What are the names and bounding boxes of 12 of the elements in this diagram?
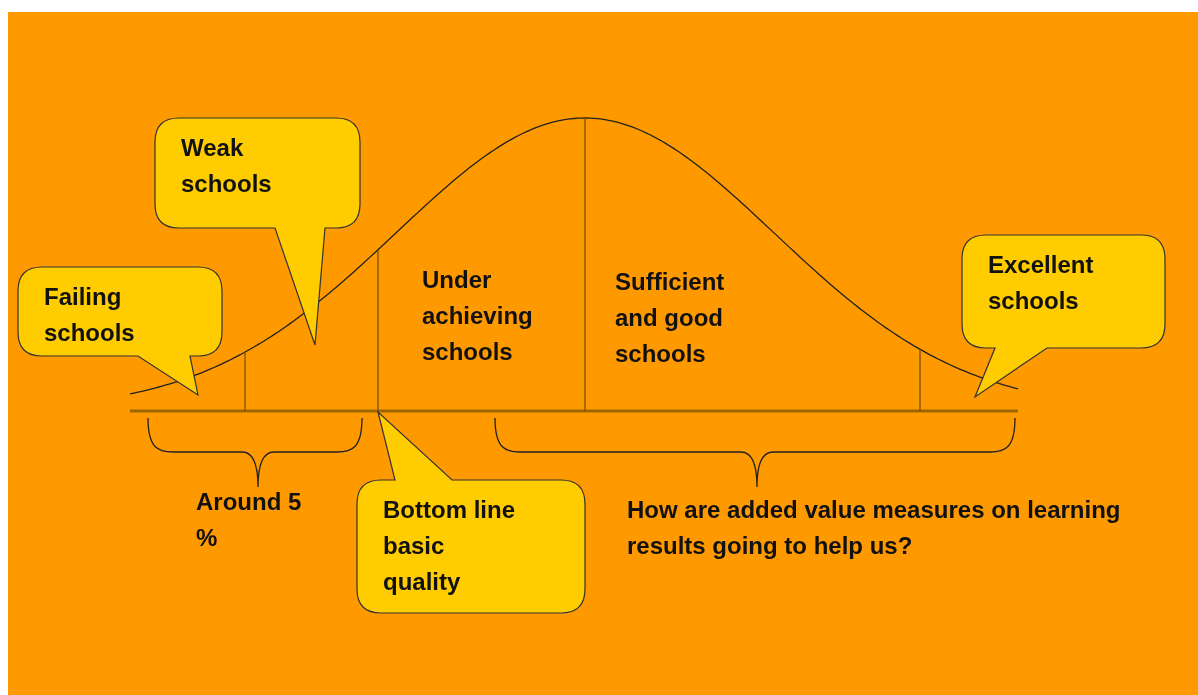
region-label: Under achieving schools [422,265,534,367]
callout-text: Excellent schools [988,250,1095,316]
speech-bubble [357,412,585,613]
region-label: Around 5 % [196,487,303,553]
speech-bubble [18,267,222,395]
callout-text: Bottom line basic quality [383,495,516,597]
speech-bubble [962,235,1165,397]
region-label: How are added value measures on learning results going to help us? [627,495,1122,561]
region-label: Sufficient and good schools [615,267,726,369]
callout-text: Failing schools [44,282,136,348]
callout-text: Weak schools [181,133,273,199]
speech-bubble [155,118,360,345]
